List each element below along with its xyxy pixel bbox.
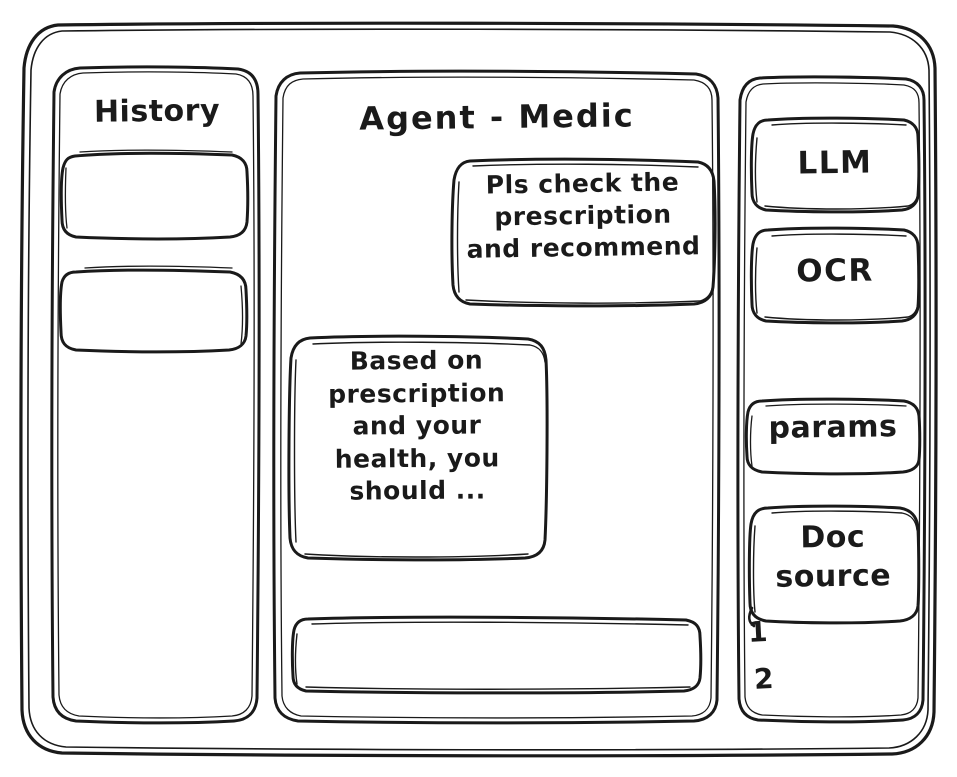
- history-item-2[interactable]: [61, 268, 249, 352]
- user-message-text: Pls check the prescription and recommend: [466, 167, 701, 264]
- params-button[interactable]: [746, 398, 921, 475]
- agent-message-text: Based on prescription and your health, y…: [327, 345, 506, 506]
- agent-panel-title: Agent - Medic: [359, 96, 635, 138]
- history-panel-title: History: [93, 93, 221, 130]
- doc-source-item-2[interactable]: 2: [753, 661, 775, 696]
- history-item-1[interactable]: [62, 152, 250, 240]
- doc-source-item-1[interactable]: 1: [747, 614, 769, 649]
- composer-input[interactable]: [293, 617, 703, 693]
- llm-button[interactable]: [751, 117, 921, 213]
- doc-source-button[interactable]: [749, 505, 920, 624]
- ocr-button[interactable]: [751, 228, 921, 324]
